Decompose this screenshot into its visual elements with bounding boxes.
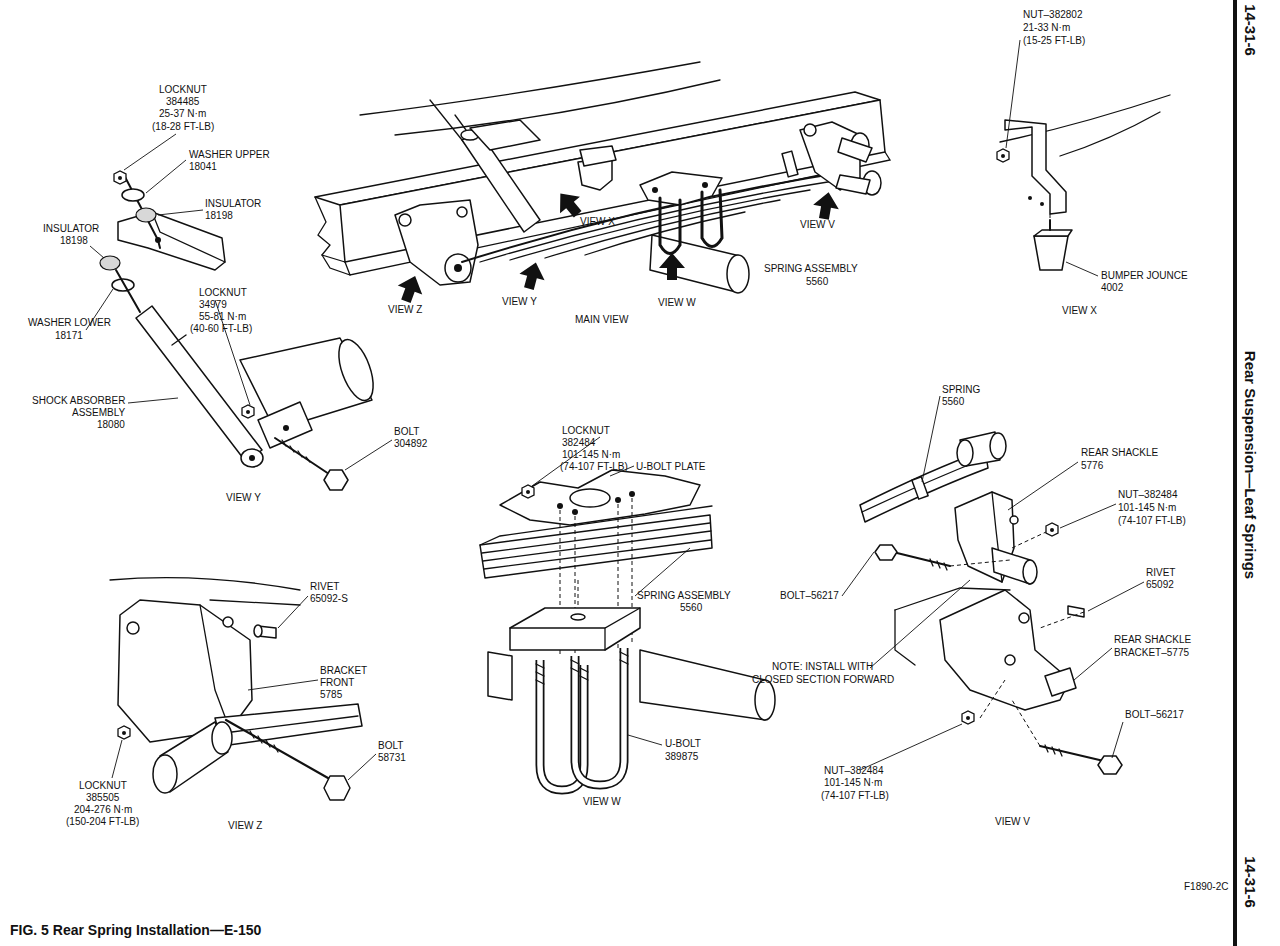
callout-label: NUT–382484 (824, 765, 883, 776)
callout-label: (74-107 FT-LB) (560, 461, 628, 472)
margin-bar (1233, 0, 1237, 946)
callout-label: BOLT–56217 (1125, 709, 1184, 720)
callout-label: VIEW W (658, 297, 696, 308)
figure-title: FIG. 5 Rear Spring Installation—E-150 (10, 922, 261, 938)
callout-label: LOCKNUT (199, 287, 247, 298)
callout-label: VIEW Z (388, 304, 422, 315)
main-view (315, 62, 890, 306)
callout-label: RIVET (1146, 567, 1175, 578)
view-y (86, 134, 392, 490)
callout-label: CLOSED SECTION FORWARD (752, 674, 894, 685)
callout-label: (150-204 FT-LB) (66, 816, 139, 827)
callout-label: 5560 (680, 602, 702, 613)
callout-label: REAR SHACKLE (1114, 634, 1191, 645)
callout-label: F1890-2C (1184, 881, 1228, 892)
callout-label: 389875 (665, 751, 698, 762)
callout-label: (74-107 FT-LB) (1118, 515, 1186, 526)
callout-label: 18198 (205, 210, 233, 221)
callout-label: 5560 (806, 276, 828, 287)
callout-label: BRACKET–5775 (1114, 647, 1189, 658)
callout-label: LOCKNUT (159, 84, 207, 95)
callout-label: 101-145 N·m (1118, 502, 1176, 513)
callout-label: 5785 (320, 689, 342, 700)
callout-label: 204-276 N·m (74, 804, 132, 815)
callout-label: 18198 (60, 235, 88, 246)
callout-label: (40-60 FT-LB) (190, 323, 252, 334)
callout-label: 58731 (378, 752, 406, 763)
callout-label: (18-28 FT-LB) (152, 121, 214, 132)
callout-label: VIEW V (800, 219, 835, 230)
callout-label: SPRING ASSEMBLY (637, 590, 731, 601)
callout-label: NUT–382802 (1023, 9, 1082, 20)
callout-label: VIEW Y (226, 492, 261, 503)
callout-label: U-BOLT (665, 738, 701, 749)
callout-label: BRACKET (320, 665, 367, 676)
callout-label: 101-145 N·m (562, 449, 620, 460)
callout-label: U-BOLT PLATE (636, 461, 705, 472)
page-margin-text: 14-31-6 (1242, 856, 1259, 908)
view-z (110, 578, 376, 800)
callout-label: REAR SHACKLE (1081, 447, 1158, 458)
callout-label: NUT–382484 (1118, 489, 1177, 500)
view-x (997, 40, 1170, 276)
callout-label: 25-37 N·m (159, 108, 206, 119)
callout-label: 55-81 N·m (199, 311, 246, 322)
callout-label: 21-33 N·m (1023, 22, 1070, 33)
callout-label: WASHER UPPER (189, 149, 270, 160)
callout-label: RIVET (310, 581, 339, 592)
callout-label: FRONT (320, 677, 354, 688)
callout-label: VIEW X (1062, 305, 1097, 316)
callout-label: VIEW Y (502, 296, 537, 307)
callout-label: VIEW W (583, 796, 621, 807)
callout-label: VIEW X (580, 216, 615, 227)
callout-label: 65092-S (310, 593, 348, 604)
callout-label: WASHER LOWER (28, 317, 111, 328)
callout-label: (15-25 FT-LB) (1023, 35, 1085, 46)
callout-label: BOLT–56217 (780, 590, 839, 601)
callout-label: 5560 (942, 396, 964, 407)
callout-label: BOLT (394, 426, 419, 437)
callout-label: SHOCK ABSORBER (32, 395, 125, 406)
page-margin-text: Rear Suspension—Leaf Springs (1242, 351, 1259, 579)
callout-label: (74-107 FT-LB) (821, 790, 889, 801)
callout-label: 382484 (562, 437, 595, 448)
callout-label: BOLT (378, 740, 403, 751)
page-margin-text: 14-31-6 (1242, 4, 1259, 56)
callout-label: BUMPER JOUNCE (1101, 270, 1188, 281)
callout-label: MAIN VIEW (575, 314, 628, 325)
callout-label: 5776 (1081, 460, 1103, 471)
callout-label: NOTE: INSTALL WITH (772, 661, 873, 672)
callout-label: LOCKNUT (79, 780, 127, 791)
callout-label: 101-145 N·m (824, 777, 882, 788)
callout-label: 18171 (55, 330, 83, 341)
callout-label: 18080 (97, 419, 125, 430)
callout-label: 4002 (1101, 282, 1123, 293)
callout-label: ASSEMBLY (72, 407, 125, 418)
callout-label: INSULATOR (43, 223, 99, 234)
callout-label: 304892 (394, 438, 427, 449)
callout-label: INSULATOR (205, 198, 261, 209)
callout-label: 384485 (166, 96, 199, 107)
callout-label: 65092 (1146, 579, 1174, 590)
callout-label: LOCKNUT (562, 425, 610, 436)
callout-label: 18041 (189, 161, 217, 172)
callout-label: VIEW Z (228, 820, 262, 831)
callout-label: VIEW V (995, 816, 1030, 827)
callout-label: SPRING ASSEMBLY (764, 263, 858, 274)
view-w (480, 437, 775, 790)
callout-label: SPRING (942, 384, 980, 395)
callout-label: 34979 (199, 299, 227, 310)
callout-label: 385505 (86, 792, 119, 803)
